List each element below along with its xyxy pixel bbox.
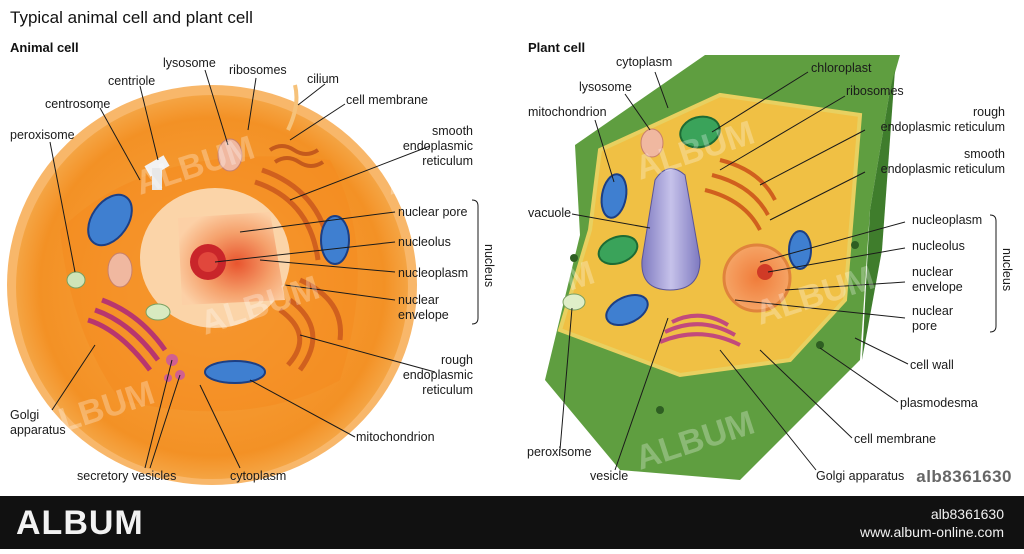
plant-mitochondrion-1 bbox=[600, 173, 628, 219]
plant-label-golgi: Golgi apparatus bbox=[816, 469, 905, 483]
animal-lysosome-2 bbox=[107, 252, 133, 288]
watermark-corner-id: alb8361630 bbox=[916, 467, 1012, 486]
plant-label-cytoplasm: cytoplasm bbox=[616, 55, 673, 69]
diagram-title: Typical animal cell and plant cell bbox=[10, 8, 253, 27]
plant-label-rough-er: rough endoplasmic reticulum bbox=[880, 105, 1005, 134]
plant-label-mitochondrion: mitochondrion bbox=[528, 105, 607, 119]
plant-peroxisome-shape bbox=[562, 293, 586, 311]
plant-golgi-shape bbox=[659, 313, 741, 347]
plasmodesma-2 bbox=[656, 406, 664, 414]
animal-centriole-shape bbox=[144, 155, 170, 177]
animal-label-golgi: Golgi apparatus bbox=[10, 408, 66, 437]
animal-label-mitochondrion: mitochondrion bbox=[356, 430, 435, 444]
plant-label-plasmodesma: plasmodesma bbox=[900, 396, 978, 410]
animal-cilium-shape bbox=[286, 84, 299, 131]
plant-label-nuclear-pore: nuclear pore bbox=[912, 304, 953, 333]
animal-nucleoplasm-shape bbox=[178, 212, 285, 305]
plant-label-peroxisome: peroxisome bbox=[527, 445, 592, 459]
animal-label-nuclear-envelope: nuclear envelope bbox=[398, 293, 449, 322]
animal-label-nuclear-pore: nuclear pore bbox=[398, 205, 468, 219]
plant-label-nucleolus: nucleolus bbox=[912, 239, 965, 253]
animal-label-nucleoplasm: nucleoplasm bbox=[398, 266, 469, 280]
plant-label-nucleoplasm: nucleoplasm bbox=[912, 213, 983, 227]
plasmodesma-4 bbox=[570, 254, 578, 262]
plant-er-shape bbox=[704, 158, 777, 231]
plant-label-chloroplast: chloroplast bbox=[811, 61, 872, 75]
plant-label-cell-wall: cell wall bbox=[910, 358, 954, 372]
animal-mitochondrion-2 bbox=[320, 215, 350, 265]
animal-smooth-er-shape bbox=[268, 144, 325, 168]
plant-chloroplast-1 bbox=[679, 115, 721, 149]
animal-mitochondrion-3 bbox=[204, 360, 266, 384]
animal-label-rough-er: rough endoplasmic reticulum bbox=[402, 353, 473, 397]
animal-label-cilium: cilium bbox=[307, 72, 339, 86]
animal-cell-heading: Animal cell bbox=[10, 40, 79, 55]
svg-text:ALBUM: ALBUM bbox=[461, 0, 589, 68]
footer-logo: ALBUM bbox=[16, 504, 144, 542]
plant-chloroplast-2 bbox=[597, 234, 639, 266]
animal-label-cell-membrane: cell membrane bbox=[346, 93, 428, 107]
plant-nucleus-shape bbox=[722, 243, 792, 313]
animal-label-ribosomes: ribosomes bbox=[229, 63, 287, 77]
plant-label-nuclear-envelope: nuclear envelope bbox=[912, 265, 963, 294]
animal-label-cytoplasm: cytoplasm bbox=[230, 469, 287, 483]
plant-nucleolus-shape bbox=[757, 264, 773, 280]
animal-label-peroxisome: peroxisome bbox=[10, 128, 75, 142]
plant-label-nucleus-group: nucleus bbox=[1000, 248, 1014, 292]
animal-mitochondrion-1 bbox=[87, 193, 133, 247]
plant-label-smooth-er: smooth endoplasmic reticulum bbox=[880, 147, 1005, 176]
animal-label-secretory-vesicles: secretory vesicles bbox=[77, 469, 177, 483]
plant-cell-heading: Plant cell bbox=[528, 40, 586, 55]
plant-label-ribosomes: ribosomes bbox=[846, 84, 904, 98]
plasmodesma-3 bbox=[851, 241, 859, 249]
footer-image-id: alb8361630 bbox=[930, 506, 1004, 522]
animal-label-centrosome: centrosome bbox=[45, 97, 111, 111]
footer-url[interactable]: www.album-online.com bbox=[860, 524, 1004, 540]
plant-label-vacuole: vacuole bbox=[528, 206, 572, 220]
plant-mitochondrion-2 bbox=[605, 293, 649, 327]
plant-mitochondrion-3 bbox=[788, 230, 812, 270]
svg-text:ALBUM: ALBUM bbox=[721, 0, 849, 63]
animal-lysosome-shape bbox=[217, 138, 243, 172]
animal-peroxisome-shape bbox=[66, 271, 86, 289]
animal-label-smooth-er: smooth endoplasmic reticulum bbox=[402, 124, 473, 168]
animal-cell bbox=[7, 84, 417, 485]
plant-label-cell-membrane: cell membrane bbox=[854, 432, 936, 446]
animal-golgi-shape bbox=[87, 297, 168, 372]
plant-label-vesicle: vesicle bbox=[590, 469, 629, 483]
plant-lysosome-shape bbox=[640, 128, 664, 158]
plant-vacuole-shape bbox=[641, 168, 701, 291]
plant-leader-lines bbox=[559, 71, 997, 471]
footer-bar: ALBUM alb8361630 www.album-online.com bbox=[0, 496, 1024, 549]
animal-label-centriole: centriole bbox=[108, 74, 156, 88]
animal-peroxisome-2 bbox=[145, 303, 171, 321]
plant-label-lysosome: lysosome bbox=[579, 80, 632, 94]
animal-label-lysosome: lysosome bbox=[163, 56, 216, 70]
animal-leader-lines bbox=[49, 69, 479, 469]
animal-label-nucleus-group: nucleus bbox=[482, 244, 496, 288]
plasmodesma-1 bbox=[816, 341, 824, 349]
animal-label-nucleolus: nucleolus bbox=[398, 235, 451, 249]
